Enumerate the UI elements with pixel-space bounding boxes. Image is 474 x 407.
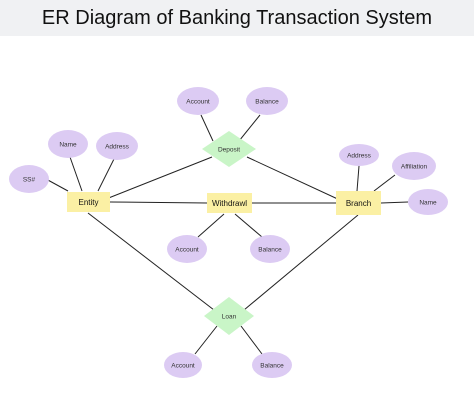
entity-box (207, 193, 252, 213)
line-deposit-branch (246, 156, 343, 202)
attribute-deposit-account: Account (177, 87, 219, 115)
page-title: ER Diagram of Banking Transaction System (41, 6, 433, 29)
relationship-loan: Loan (204, 297, 254, 335)
entity-withdrawl: Withdrawl (207, 193, 252, 213)
line-withdrawl-balance (234, 213, 263, 238)
attribute-label: Address (347, 153, 372, 160)
relationship-loan-label: Loan (222, 314, 237, 321)
line-branch-affiliation (373, 174, 396, 192)
line-withdrawl-account (197, 213, 225, 238)
line-loan-account (194, 325, 218, 355)
entity-box (67, 192, 110, 212)
attribute-label: Name (59, 142, 77, 149)
entity-entity: Entity (67, 192, 110, 212)
line-branch-address (356, 165, 360, 192)
attribute-label: Balance (258, 247, 282, 254)
entity-branch-label: Branch (346, 199, 371, 208)
attribute-ellipse (246, 87, 288, 115)
line-deposit-account (200, 114, 214, 142)
connectors (45, 114, 409, 355)
line-entity-address (97, 158, 115, 192)
attribute-deposit-balance: Balance (246, 87, 288, 115)
line-loan-balance (240, 325, 263, 355)
attribute-label: Name (419, 200, 437, 207)
entity-withdrawl-label: Withdrawl (212, 199, 247, 208)
diamond-shape (204, 297, 254, 335)
entity-entity-label: Entity (78, 198, 98, 207)
relationship-deposit-label: Deposit (218, 147, 240, 154)
diamond-shape (202, 131, 256, 167)
attribute-ellipse (48, 130, 88, 158)
entity-box (336, 191, 381, 215)
line-deposit-entity (100, 156, 213, 202)
line-entity-loan (87, 212, 215, 311)
attribute-withdrawl-account: Account (167, 235, 207, 263)
attribute-branch-name: Name (408, 189, 448, 215)
entity-branch: Branch (336, 191, 381, 215)
attribute-label: Address (105, 144, 130, 151)
attribute-loan-account: Account (164, 352, 202, 378)
attribute-ellipse (9, 165, 49, 193)
attribute-label: Account (171, 363, 195, 370)
attribute-entity-name: Name (48, 130, 88, 158)
attribute-branch-address: Address (339, 144, 379, 166)
attribute-ellipse (408, 189, 448, 215)
attribute-entity-address: Address (96, 132, 138, 160)
attribute-loan-balance: Balance (252, 352, 292, 378)
attribute-ellipse (177, 87, 219, 115)
attribute-label: Balance (260, 363, 284, 370)
attribute-ellipse (167, 235, 207, 263)
line-branch-name (380, 201, 409, 204)
attribute-ellipse (96, 132, 138, 160)
attribute-ellipse (252, 352, 292, 378)
attribute-branch-affiliation: Affiliation (392, 152, 436, 180)
attribute-label: Account (175, 247, 199, 254)
line-branch-loan (243, 214, 359, 311)
attribute-withdrawl-balance: Balance (250, 235, 290, 263)
attribute-label: SS# (23, 177, 36, 184)
attribute-ellipse (164, 352, 202, 378)
title-bar: ER Diagram of Banking Transaction System (0, 0, 474, 36)
line-entity-withdrawl (109, 201, 208, 204)
line-entity-name (69, 156, 83, 192)
line-deposit-balance (238, 114, 261, 142)
relationship-deposit: Deposit (202, 131, 256, 167)
attribute-label: Account (186, 99, 210, 106)
attribute-ellipse (250, 235, 290, 263)
attribute-label: Balance (255, 99, 279, 106)
attribute-ellipse (339, 144, 379, 166)
line-entity-ssn (45, 178, 69, 192)
attribute-label: Affiliation (401, 164, 428, 171)
attribute-ellipse (392, 152, 436, 180)
attribute-entity-ssn: SS# (9, 165, 49, 193)
